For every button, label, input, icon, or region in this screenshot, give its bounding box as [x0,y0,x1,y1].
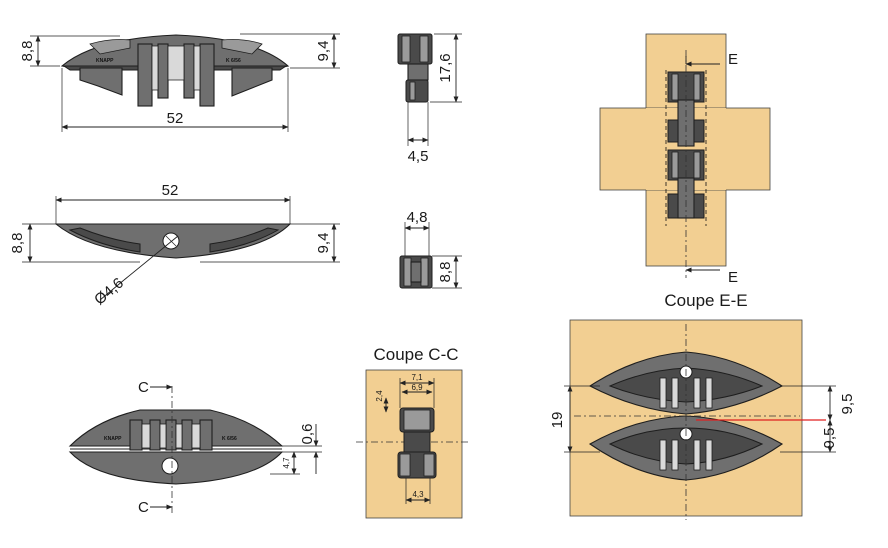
top-height-label: 8,8 [19,41,36,62]
side-width-label: 4,5 [408,148,429,165]
coupe-cc-section: Coupe C-C 7,1 6,9 2,4 4,3 [356,345,470,519]
ee-upper-label: 9,5 [839,394,856,415]
side-view: 17,6 4,5 [397,33,462,165]
end-height-label: 8,8 [437,262,454,283]
bottom-gap-label: 0,6 [299,424,316,445]
cc-width2-label: 6,9 [411,383,423,392]
ee-marker-bottom: E [728,269,738,286]
cc-width3-label: 4,3 [412,490,424,499]
ee-lower-label: 9,5 [821,428,838,449]
coupe-ee-section: Coupe E-E 19 9,5 9,5 [549,291,856,520]
end-width-label: 4,8 [407,209,428,226]
bottom-view: KNAPP K 6/56 C C 0,6 4,7 [68,379,322,516]
mid-width-label: 52 [162,182,179,199]
cc-height-label: 2,4 [375,390,384,402]
cc-marker-bottom: C [138,499,149,516]
brand-text-bottom: KNAPP [104,436,122,442]
cc-marker-top: C [138,379,149,396]
end-view: 4,8 8,8 [399,209,462,289]
bottom-half-label: 4,7 [282,457,291,469]
top-width-label: 52 [167,110,184,127]
side-height-label: 17,6 [437,53,454,82]
top-height-right-label: 9,4 [315,41,332,62]
brand-text-top: KNAPP [96,58,114,64]
middle-view: 52 8,8 9,4 Ø4,6 [9,182,340,309]
model-text-top: K 6/56 [226,58,241,64]
coupe-cc-title: Coupe C-C [373,345,458,364]
ee-total-label: 19 [549,412,566,429]
cc-width1-label: 7,1 [411,373,423,382]
hole-diameter-label: Ø4,6 [91,275,127,309]
mid-height-label: 8,8 [9,233,26,254]
top-view: KNAPP K 6/56 8,8 9,4 52 [19,33,340,132]
coupe-ee-title: Coupe E-E [664,291,747,310]
ee-assembly-view: E E [599,33,771,286]
model-text-bottom: K 6/56 [222,436,237,442]
ee-marker-top: E [728,51,738,68]
mid-height-right-label: 9,4 [315,233,332,254]
